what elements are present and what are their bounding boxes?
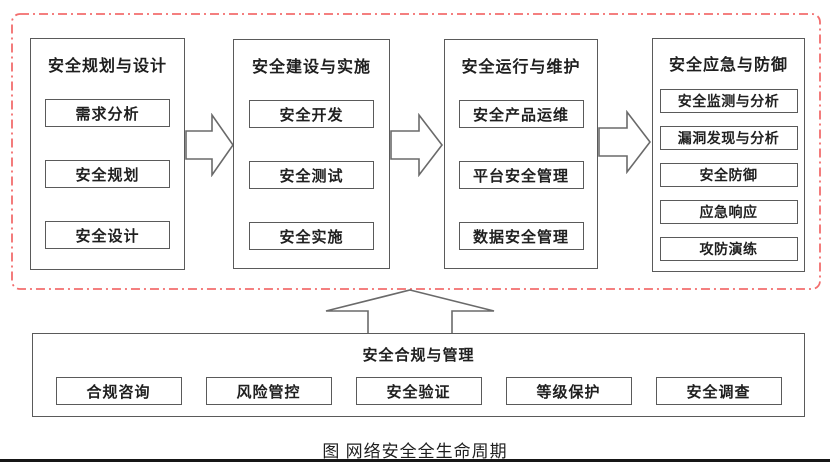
arrow-up-icon [325, 289, 495, 334]
flow-item: 安全测试 [249, 161, 374, 189]
foundation-box: 安全合规与管理 合规咨询 风险管控 安全验证 等级保护 安全调查 [32, 333, 805, 417]
stage-title: 安全应急与防御 [668, 57, 788, 74]
flow-item: 攻防演练 [659, 237, 798, 261]
arrow-right-2-icon [390, 113, 444, 177]
arrow-right-3-icon [598, 110, 652, 174]
flow-item: 漏洞发现与分析 [659, 126, 798, 150]
figure-caption: 图 网络安全全生命周期 [322, 442, 508, 461]
foundation-items-row: 合规咨询 风险管控 安全验证 等级保护 安全调查 [33, 377, 804, 405]
flow-item: 安全实施 [249, 222, 374, 250]
stage-column-planning: 安全规划与设计 需求分析 安全规划 安全设计 [30, 38, 185, 270]
stage-column-operation: 安全运行与维护 安全产品运维 平台安全管理 数据安全管理 [444, 39, 598, 269]
lifecycle-dashed-frame [11, 13, 821, 290]
bottom-rule [0, 459, 830, 462]
flow-item: 安全产品运维 [458, 100, 584, 128]
stage-column-build: 安全建设与实施 安全开发 安全测试 安全实施 [233, 39, 390, 269]
flow-item: 数据安全管理 [458, 222, 584, 250]
flow-item: 合规咨询 [55, 377, 182, 405]
flow-item: 安全防御 [659, 163, 798, 187]
flow-item: 安全监测与分析 [659, 89, 798, 113]
flow-item: 需求分析 [45, 99, 170, 127]
flow-item: 安全设计 [45, 221, 170, 249]
flow-item: 安全验证 [355, 377, 482, 405]
flow-item: 安全规划 [45, 160, 170, 188]
stage-title: 安全运行与维护 [461, 59, 581, 76]
flow-item: 应急响应 [659, 200, 798, 224]
flow-item: 等级保护 [505, 377, 632, 405]
flow-item: 平台安全管理 [458, 161, 584, 189]
flow-item: 安全调查 [655, 377, 782, 405]
flow-item: 安全开发 [249, 100, 374, 128]
stage-title: 安全建设与实施 [251, 59, 371, 76]
foundation-title: 安全合规与管理 [362, 347, 475, 364]
stage-column-emergency: 安全应急与防御 安全监测与分析 漏洞发现与分析 安全防御 应急响应 攻防演练 [652, 38, 805, 272]
stage-title: 安全规划与设计 [47, 58, 167, 75]
arrow-right-1-icon [185, 113, 234, 177]
flow-item: 风险管控 [205, 377, 332, 405]
